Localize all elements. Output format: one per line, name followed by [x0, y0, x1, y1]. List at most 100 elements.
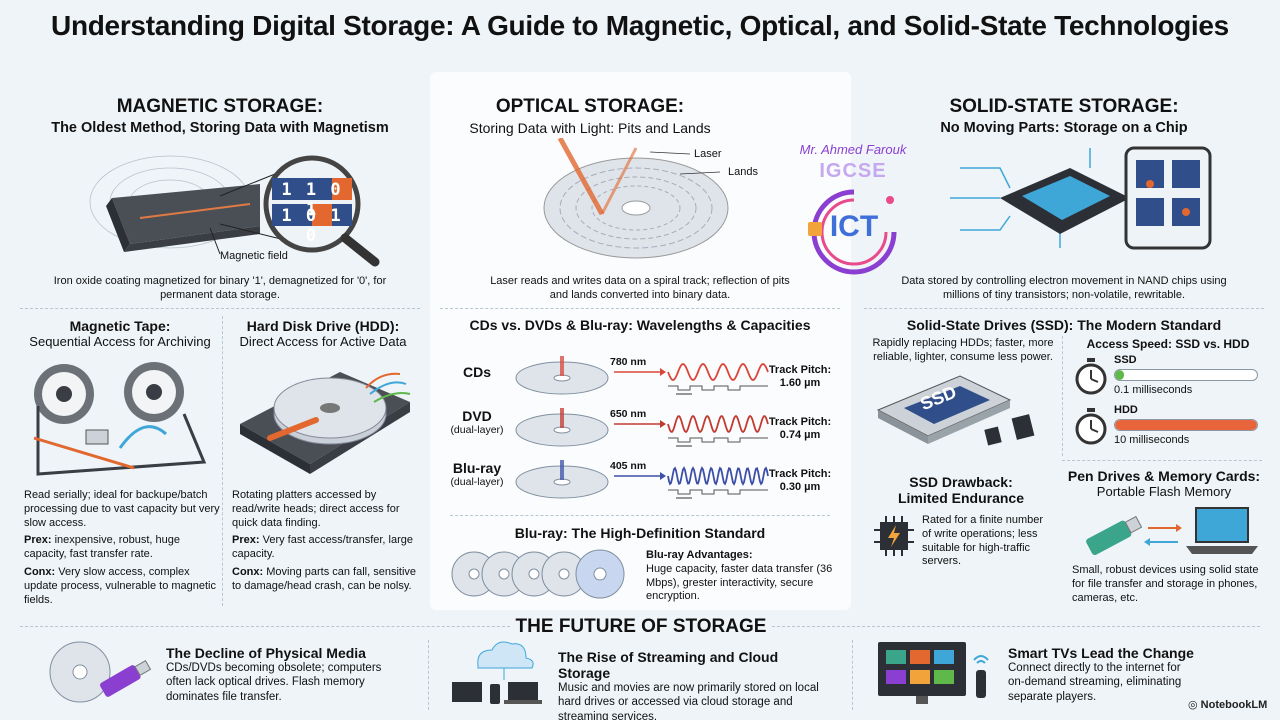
- notebooklm-icon: ◎: [1188, 699, 1198, 711]
- hdd-pros: Prex: Very fast access/transfer, large c…: [232, 534, 420, 562]
- optical-row: DVD (dual-layer) 650 nm Track Pitch: 0.7…: [440, 402, 840, 454]
- media-sub: (dual-layer): [450, 476, 504, 488]
- track-pitch: Track Pitch: 1.60 µm: [762, 364, 838, 389]
- bits-row-1: 1 1 0 1: [281, 180, 343, 220]
- future-item-3: Smart TVs Lead the Change Connect direct…: [1008, 645, 1198, 704]
- solid-heading: SOLID-STATE STORAGE:: [949, 96, 1179, 117]
- optical-caption: Laser reads and writes data on a spiral …: [490, 275, 790, 302]
- tape-subtitle: Sequential Access for Archiving: [29, 334, 211, 349]
- wavelength-wave: [614, 466, 769, 499]
- speed-bar: [1114, 369, 1258, 381]
- hdd-pros-text: Very fast access/transfer, large capacit…: [232, 534, 413, 560]
- tape-reels-icon: [33, 362, 207, 476]
- future-right-rule: [772, 626, 1260, 627]
- pen-subtitle: Portable Flash Memory: [1096, 484, 1232, 499]
- optical-subheading: Storing Data with Light: Pits and Lands: [469, 120, 711, 136]
- chip-warning-icon: [874, 516, 914, 556]
- disc-usb-icon: [49, 641, 152, 703]
- hdd-desc: Rotating platters accessed by read/write…: [232, 489, 400, 529]
- ict-logo-icon: [808, 189, 897, 275]
- pen-drive-laptop-icon: [1086, 507, 1258, 556]
- logo-author: Mr. Ahmed Farouk: [799, 142, 907, 157]
- ssd-title: Solid-State Drives (SSD): The Modern Sta…: [906, 317, 1222, 333]
- wave-arrow-head: [660, 420, 666, 428]
- hdd-title: Hard Disk Drive (HDD):: [246, 318, 400, 334]
- tape-pros-label: Prex:: [24, 534, 52, 546]
- page-title: Understanding Digital Storage: A Guide t…: [51, 10, 1229, 41]
- hdd-header: Hard Disk Drive (HDD): Direct Access for…: [226, 318, 420, 349]
- logo-course: IGCSE: [819, 160, 887, 182]
- solid-divider: [864, 308, 1264, 309]
- bluray-adv-text: Huge capacity, faster data transfer (36 …: [646, 562, 833, 603]
- pits-lands-profile: [668, 437, 768, 443]
- pen-title: Pen Drives & Memory Cards:: [1067, 468, 1261, 484]
- speed-value: 10 milliseconds: [1114, 434, 1190, 446]
- drawback-desc: Rated for a finite number of write opera…: [922, 514, 1044, 568]
- media-label: CDs: [444, 364, 510, 380]
- solid-header: SOLID-STATE STORAGE: No Moving Parts: St…: [864, 96, 1264, 136]
- future-item-1: The Decline of Physical Media CDs/DVDs b…: [166, 645, 406, 704]
- speed-name: HDD: [1114, 404, 1138, 416]
- hdd-cons-text: Moving parts can fall, sensitive to dama…: [232, 566, 417, 592]
- lands-label: Lands: [728, 166, 758, 178]
- future-divider-2: [852, 640, 853, 710]
- speed-bar-fill: [1115, 370, 1124, 380]
- tape-hdd-divider: [222, 316, 223, 606]
- logo-badge: ICT: [829, 210, 879, 243]
- track-pitch-label: Track Pitch:: [768, 416, 832, 428]
- stopwatch-icon: [1075, 408, 1107, 445]
- optical-heading: OPTICAL STORAGE:: [495, 96, 685, 117]
- bluray-adv-title: Blu-ray Advantages:: [646, 549, 753, 561]
- bluray-title: Blu-ray: The High-Definition Standard: [514, 525, 766, 541]
- nand-chip-illustration: [950, 146, 1212, 250]
- future-heading: THE FUTURE OF STORAGE: [515, 616, 767, 637]
- media-name: Blu-ray: [452, 460, 502, 476]
- hdd-icon: [240, 372, 411, 474]
- speed-bar-fill: [1115, 420, 1257, 430]
- media-sub: (dual-layer): [450, 424, 504, 436]
- solid-caption: Data stored by controlling electron move…: [901, 275, 1227, 302]
- wave-path: [667, 466, 769, 486]
- media-name: CDs: [462, 364, 491, 380]
- media-name: DVD: [462, 408, 492, 424]
- magnetic-header: MAGNETIC STORAGE: The Oldest Method, Sto…: [20, 96, 420, 136]
- tape-title: Magnetic Tape:: [69, 318, 171, 334]
- optical-row: Blu-ray (dual-layer) 405 nm Track Pitch:…: [440, 454, 840, 506]
- smart-tv-icon: [878, 642, 989, 704]
- magnetic-divider: [20, 308, 420, 309]
- track-pitch-label: Track Pitch:: [768, 468, 832, 480]
- bluray-discs-icon: [451, 549, 625, 599]
- magnetic-field-label: Magnetic field: [220, 250, 288, 262]
- tape-header: Magnetic Tape: Sequential Access for Arc…: [20, 318, 220, 349]
- tape-cons: Conx: Very slow access, complex update p…: [24, 566, 220, 607]
- track-pitch: Track Pitch: 0.30 µm: [762, 468, 838, 493]
- media-label: Blu-ray (dual-layer): [444, 460, 510, 488]
- track-pitch-value: 1.60 µm: [779, 376, 821, 389]
- bluray-advantages: Blu-ray Advantages:Huge capacity, faster…: [646, 549, 836, 604]
- notebooklm-label: NotebookLM: [1200, 699, 1268, 711]
- track-pitch-value: 0.30 µm: [779, 480, 821, 493]
- drawback-subtitle: Limited Endurance: [897, 490, 1025, 506]
- future-item-3-title: Smart TVs Lead the Change: [1008, 645, 1194, 661]
- magnetic-heading: MAGNETIC STORAGE:: [116, 96, 324, 117]
- pen-desc: Small, robust devices using solid state …: [1072, 564, 1259, 604]
- future-item-1-title: The Decline of Physical Media: [166, 645, 366, 661]
- speed-row: SSD 0.1 milliseconds: [1070, 352, 1266, 400]
- speed-comparison: SSD 0.1 milliseconds HDD 10 milliseconds: [1070, 352, 1266, 452]
- cloud-devices-icon: [452, 641, 542, 704]
- future-left-rule: [20, 626, 510, 627]
- tape-desc: Read serially; ideal for backupe/batch p…: [24, 489, 220, 529]
- magnetic-subheading: The Oldest Method, Storing Data with Mag…: [51, 120, 389, 136]
- optical-row: CDs 780 nm Track Pitch: 1.60 µm: [440, 350, 840, 402]
- speed-bar: [1114, 419, 1258, 431]
- magnetic-plate-illustration: [89, 155, 380, 267]
- wavelength-label: 405 nm: [610, 460, 647, 472]
- notebooklm-watermark: ◎ NotebookLM: [1188, 698, 1267, 711]
- media-disc-icon: [515, 408, 609, 447]
- future-divider-1: [428, 640, 429, 710]
- speed-value: 0.1 milliseconds: [1114, 384, 1193, 396]
- ssd-drive-icon: [876, 375, 1035, 446]
- bluray-divider: [450, 515, 830, 516]
- pen-header: Pen Drives & Memory Cards: Portable Flas…: [1064, 468, 1264, 499]
- bits-row-2: 1 0 1 0: [281, 206, 343, 246]
